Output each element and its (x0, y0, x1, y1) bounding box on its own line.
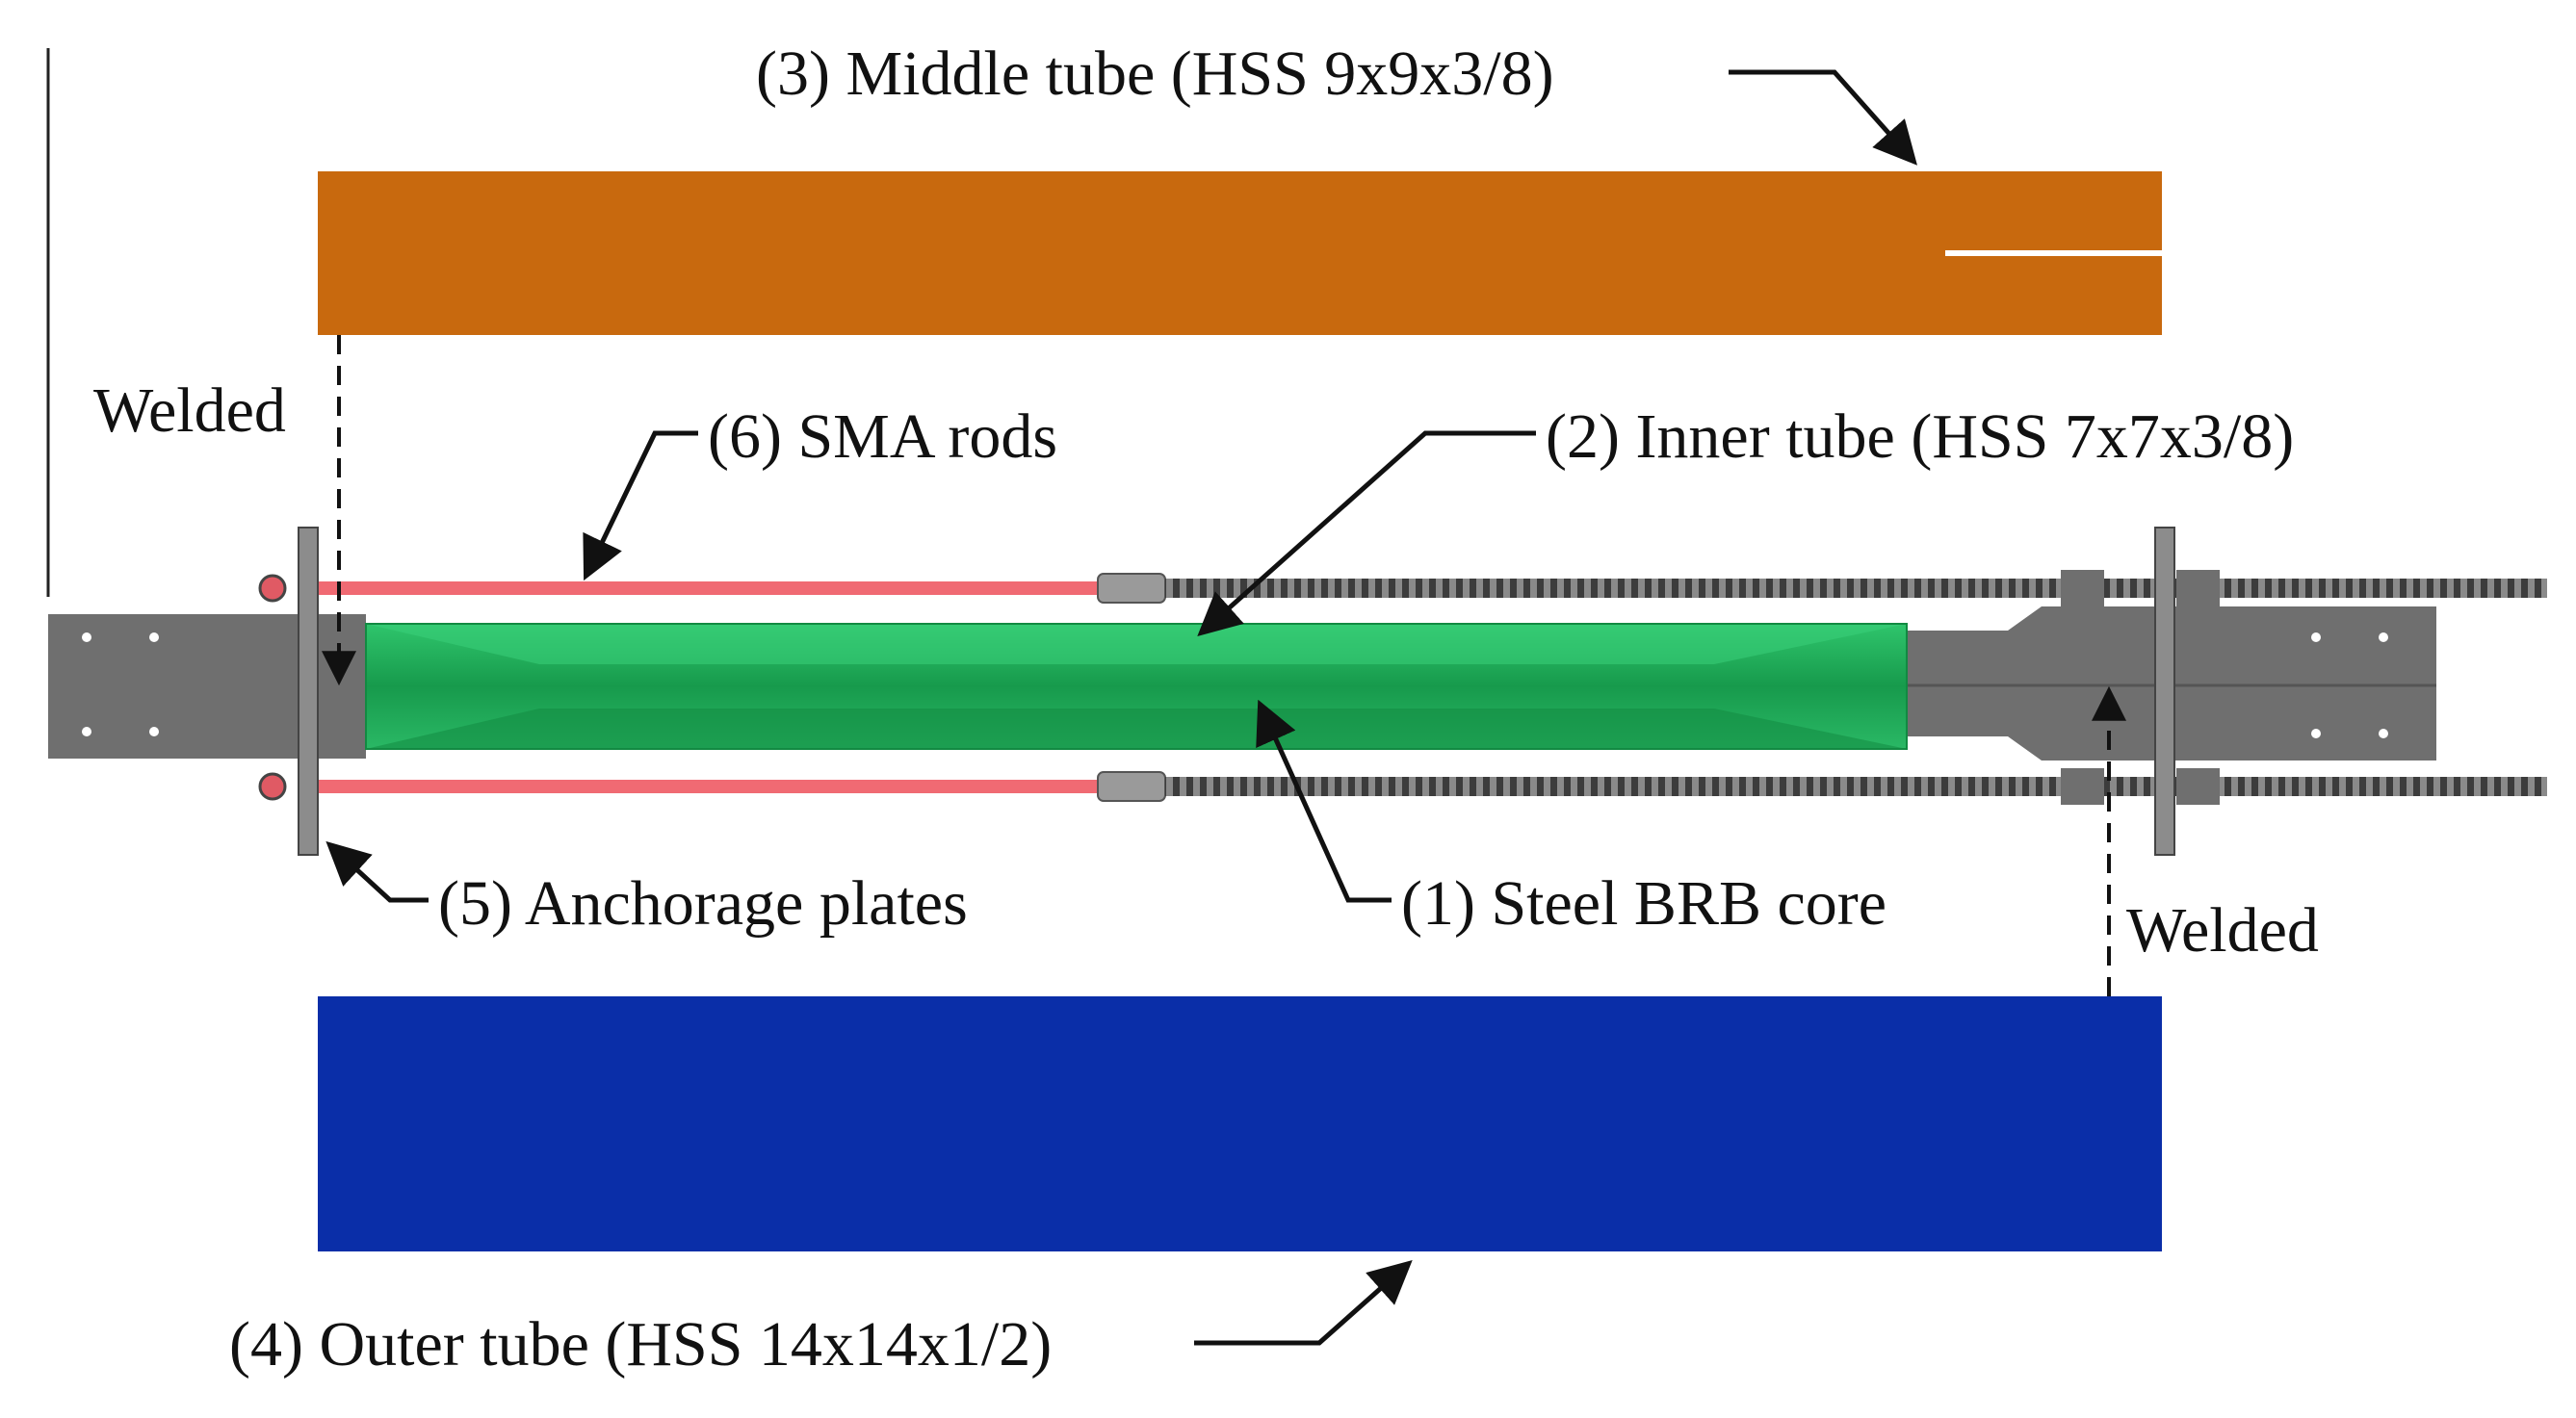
middle-tube (318, 171, 2162, 335)
anchorage-plate-right (2154, 527, 2175, 856)
rod-nuts (258, 570, 2220, 805)
label-middle-tube: (3) Middle tube (HSS 9x9x3/8) (756, 39, 1554, 109)
label-steel-core: (1) Steel BRB core (1401, 868, 1886, 939)
label-inner-tube: (2) Inner tube (HSS 7x7x3/8) (1546, 401, 2294, 472)
outer-tube (318, 996, 2162, 1251)
inner-tube (365, 623, 1908, 750)
leader-arrows (325, 69, 1917, 1346)
anchorage-plate-left (298, 527, 319, 856)
label-anchorage-plates: (5) Anchorage plates (438, 868, 968, 939)
label-welded-right: Welded (2126, 895, 2319, 966)
label-welded-left: Welded (93, 375, 286, 446)
label-sma-rods: (6) SMA rods (708, 401, 1057, 472)
label-outer-tube: (4) Outer tube (HSS 14x14x1/2) (229, 1309, 1052, 1379)
